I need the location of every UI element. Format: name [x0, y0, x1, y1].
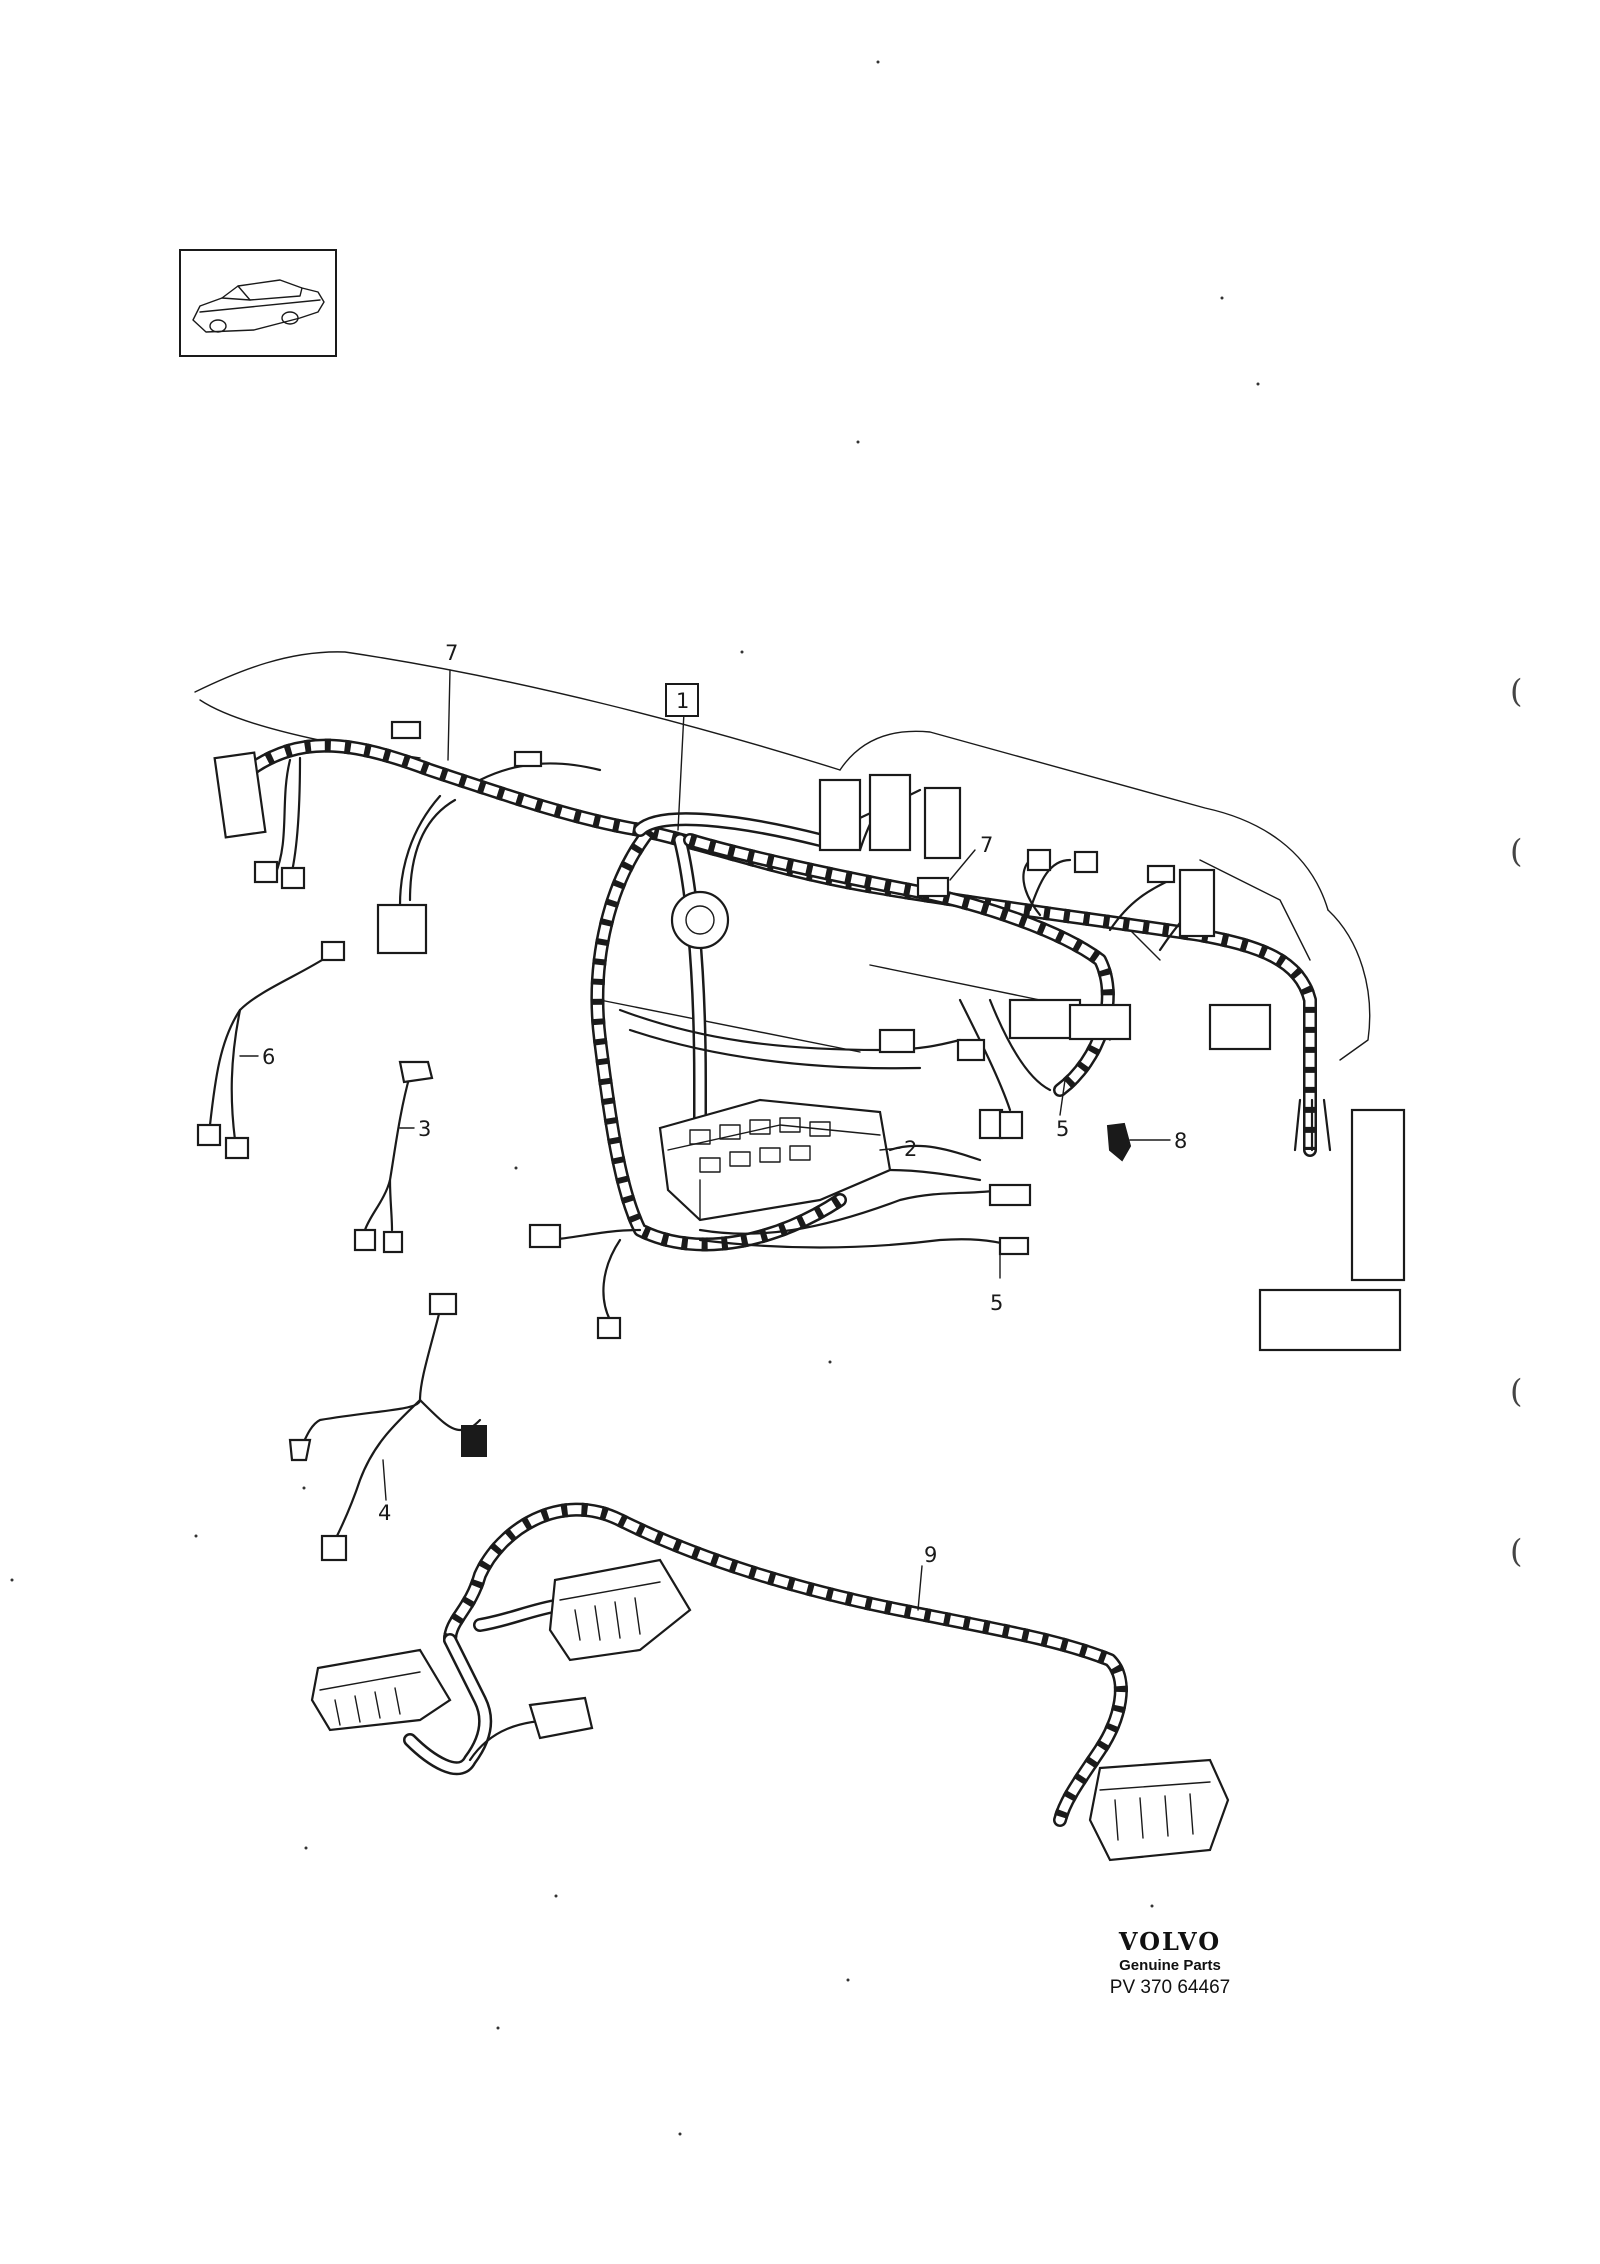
callout-1: 1 — [676, 689, 689, 713]
margin-marks: ( ( ( ( — [1510, 672, 1522, 1570]
central-unit — [658, 1098, 982, 1222]
item-9-harness — [310, 1502, 1230, 1862]
part-reference: PV 370 64467 — [1109, 1977, 1231, 1998]
callout-2: 2 — [904, 1137, 917, 1161]
item-6-harness — [196, 940, 346, 1160]
dashboard-outline — [194, 651, 1371, 1061]
brand-block: VOLVO Genuine Parts PV 370 64467 — [1080, 1928, 1260, 2000]
callout-1-box — [665, 683, 699, 717]
callout-labels: 7 1 7 6 3 2 5 8 5 4 9 — [262, 641, 1187, 1567]
car-sedan-icon — [192, 279, 325, 333]
item-9-connector-small — [528, 1696, 594, 1740]
item-9-connector-right — [1088, 1758, 1230, 1862]
harness-connectors — [213, 720, 1406, 1352]
callout-3: 3 — [418, 1117, 431, 1141]
car-thumbnail — [179, 249, 337, 357]
leader-lines — [239, 669, 1171, 1611]
margin-mark-1: ( — [1510, 672, 1522, 710]
callout-4: 4 — [378, 1501, 391, 1525]
item-4-harness — [288, 1292, 487, 1562]
item-3-harness — [353, 1060, 434, 1254]
brand-tagline: Genuine Parts — [1119, 1957, 1221, 1974]
callout-7-right: 7 — [980, 833, 993, 857]
margin-mark-2: ( — [1510, 832, 1522, 870]
callout-5-upper: 5 — [1056, 1117, 1069, 1141]
item-9-connector-center — [548, 1558, 692, 1662]
brand-logo: VOLVO — [1118, 1927, 1222, 1956]
callout-5-lower: 5 — [990, 1291, 1003, 1315]
margin-mark-4: ( — [1510, 1532, 1522, 1570]
scan-specks — [10, 60, 1260, 2136]
item-8-clip — [1106, 1122, 1132, 1162]
item-9-connector-left — [310, 1648, 452, 1732]
margin-mark-3: ( — [1510, 1372, 1522, 1410]
callout-8: 8 — [1174, 1129, 1187, 1153]
callout-7-left: 7 — [445, 641, 458, 665]
callout-9: 9 — [924, 1543, 937, 1567]
callout-6: 6 — [262, 1045, 275, 1069]
